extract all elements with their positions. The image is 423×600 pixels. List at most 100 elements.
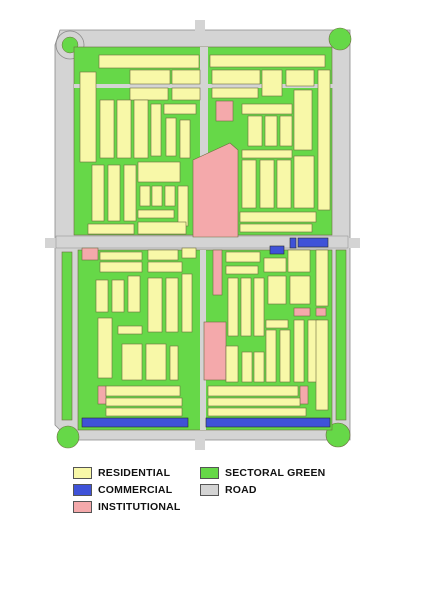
road-stub-bottom: [195, 435, 205, 450]
road-internal-2: [200, 47, 208, 235]
residential-block: [177, 185, 189, 227]
residential-block: [121, 343, 143, 381]
institutional-block-3: [81, 247, 99, 261]
map-legend: RESIDENTIAL COMMERCIAL INSTITUTIONAL SEC…: [73, 466, 363, 518]
residential-block: [253, 351, 265, 383]
residential-block: [225, 265, 259, 275]
institutional-block-7: [299, 385, 309, 405]
institutional-block-9: [315, 307, 327, 317]
institutional-block-1: [215, 100, 234, 122]
residential-block: [181, 247, 197, 259]
residential-block: [99, 99, 115, 159]
residential-block: [293, 155, 315, 209]
legend-swatch-road: [200, 484, 219, 496]
residential-block: [264, 115, 278, 147]
residential-areas: [79, 54, 331, 417]
residential-block: [225, 345, 239, 383]
residential-block: [123, 164, 137, 222]
residential-block: [207, 385, 299, 397]
residential-block: [179, 119, 191, 159]
residential-block: [261, 69, 283, 97]
institutional-block-6: [97, 385, 107, 405]
institutional-block-5: [203, 321, 227, 381]
residential-block: [241, 159, 257, 209]
residential-block: [293, 89, 313, 151]
roundabout-ne: [328, 27, 352, 51]
residential-block: [211, 87, 259, 99]
residential-block: [105, 385, 181, 397]
legend-swatch-commercial: [73, 484, 92, 496]
residential-block: [107, 164, 121, 222]
road-stub-right: [340, 238, 360, 248]
residential-block: [289, 275, 311, 305]
residential-block: [105, 397, 183, 407]
commercial-strip-south-east: [205, 417, 331, 428]
residential-block: [315, 319, 329, 411]
legend-swatch-residential: [73, 467, 92, 479]
residential-block: [133, 99, 149, 159]
road-internal-3: [200, 250, 206, 430]
residential-block: [315, 249, 329, 307]
commercial-areas: [81, 237, 331, 428]
legend-swatch-sectoral-green: [200, 467, 219, 479]
residential-block: [265, 329, 277, 383]
residential-block: [129, 87, 169, 101]
residential-block: [165, 277, 179, 333]
residential-block: [129, 69, 171, 85]
residential-block: [209, 54, 326, 68]
residential-block: [211, 69, 261, 85]
residential-block: [147, 261, 183, 273]
legend-label-road: ROAD: [225, 484, 257, 496]
residential-block: [317, 69, 331, 211]
residential-block: [247, 115, 263, 147]
residential-block: [181, 273, 193, 333]
legend-item-road: ROAD: [200, 483, 257, 497]
residential-block: [117, 325, 143, 335]
legend-label-sectoral-green: SECTORAL GREEN: [225, 467, 326, 479]
legend-label-residential: RESIDENTIAL: [98, 467, 171, 479]
residential-block: [207, 397, 301, 407]
residential-block: [116, 99, 132, 159]
residential-block: [99, 251, 143, 261]
residential-block: [239, 211, 317, 223]
institutional-block-4: [212, 249, 223, 296]
residential-block: [137, 209, 175, 219]
residential-block: [127, 275, 141, 313]
road-stub-top: [195, 20, 205, 35]
residential-block: [95, 279, 109, 313]
legend-item-residential: RESIDENTIAL: [73, 466, 170, 480]
residential-block: [276, 159, 292, 209]
residential-block: [98, 54, 200, 69]
residential-block: [279, 329, 291, 383]
legend-swatch-institutional: [73, 501, 92, 513]
residential-block: [267, 275, 287, 305]
residential-block: [259, 159, 275, 209]
road-stub-left: [45, 238, 65, 248]
residential-block: [265, 319, 289, 329]
legend-item-commercial: COMMERCIAL: [73, 483, 172, 497]
residential-block: [169, 345, 179, 381]
residential-block: [285, 69, 315, 87]
sector-layout-map: [45, 20, 360, 450]
residential-block: [207, 407, 307, 417]
commercial-block-3: [297, 237, 329, 248]
residential-block: [293, 319, 305, 383]
commercial-block-1: [269, 245, 285, 255]
legend-item-sectoral-green: SECTORAL GREEN: [200, 466, 325, 480]
residential-block: [150, 103, 162, 157]
residential-block: [137, 161, 181, 183]
roundabout-sw: [56, 425, 80, 449]
residential-block: [225, 251, 261, 263]
residential-block: [145, 343, 167, 381]
residential-block: [147, 249, 179, 261]
residential-block: [139, 185, 151, 207]
residential-block: [91, 164, 105, 222]
legend-label-institutional: INSTITUTIONAL: [98, 501, 181, 513]
institutional-block-2: [192, 142, 239, 238]
residential-block: [279, 115, 293, 147]
residential-block: [239, 223, 313, 233]
institutional-block-8: [293, 307, 311, 317]
residential-block: [171, 87, 201, 101]
residential-block: [147, 277, 163, 333]
residential-block: [111, 279, 125, 313]
